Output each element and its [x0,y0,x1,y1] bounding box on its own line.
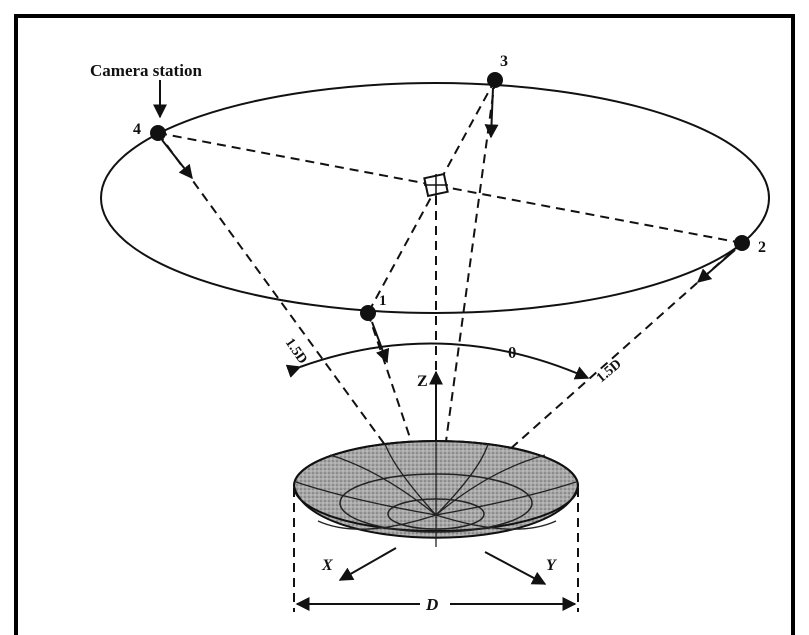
station-2-label: 2 [758,239,766,256]
camera-station-3 [487,72,503,88]
diameter-label: D [425,595,438,614]
camera-station-4 [150,125,166,141]
figure-frame [14,14,795,635]
view-arrow-2 [696,249,736,283]
camera-station-2 [734,235,750,251]
target-marker-icon [423,172,449,198]
view-arrow-1 [371,321,390,364]
antenna-dish [292,440,580,547]
diagonal-3-1 [367,79,496,314]
station-1-label: 1 [379,293,387,309]
diagonal-4-2 [157,132,743,244]
z-axis-label: Z [417,373,428,390]
sightline-2 [435,242,743,516]
x-axis-arrow [338,547,397,581]
view-arrow-3 [484,87,499,139]
station-3-label: 3 [500,53,508,70]
camera-station-1 [360,305,376,321]
view-arrow-4 [161,139,193,180]
y-axis-label: Y [546,557,557,574]
station-4-label: 4 [133,121,141,138]
camera-orbit-ellipse [100,82,770,314]
x-axis-label: X [321,557,333,574]
distance-left-label: 1.5D [282,336,310,367]
camera-station-label: Camera station [90,61,202,80]
theta-label: θ [508,345,516,362]
distance-right-label: 1.5D [594,357,625,386]
theta-arc [285,342,590,380]
y-axis-arrow [484,551,547,585]
